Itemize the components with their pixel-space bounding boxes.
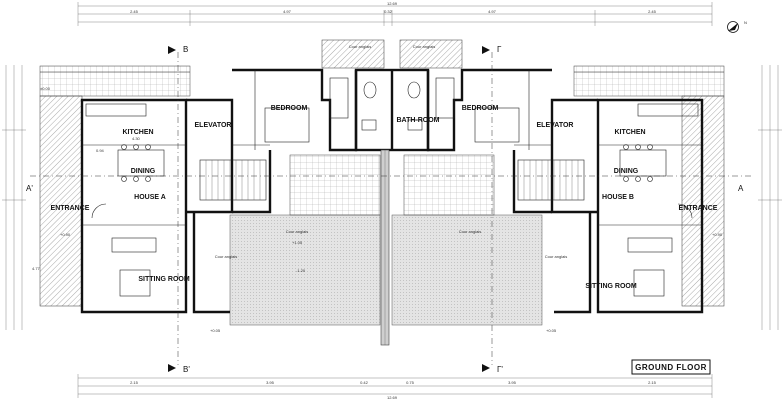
central-courtyards [229,214,543,326]
room-label-sitting-room-b: SITTING ROOM [585,283,637,290]
pergola-strips [39,65,725,97]
room-label-entrance-b: ENTRANCE [679,205,718,212]
bottom-seg-dim: 0.42 [360,380,369,385]
house-b-label: HOUSE B [602,194,634,201]
room-label-bathroom: BATH-ROOM [396,117,439,124]
bottom-seg-dim: 3.95 [508,380,517,385]
sitting-room-dim: 4.77 [32,266,41,271]
staircases [199,154,585,216]
section-gamma-prime-label: Γ' [497,365,503,374]
top-dimension-lines: 12.69 2.45 4.97 0.32 4.97 2.45 [77,1,713,26]
level-mark: ±0.00 [40,86,51,91]
room-label-entrance-a: ENTRANCE [51,205,90,212]
level-mark: +1.05 [292,240,303,245]
room-label-dining-a: DINING [131,168,156,175]
bottom-seg-dim: 2.15 [648,380,657,385]
section-a-label: A [738,184,744,193]
light-wells [321,39,463,69]
overall-bottom-dim: 12.69 [387,395,398,400]
top-seg-dim: 2.45 [648,9,657,14]
section-gamma-label: Γ [497,45,502,54]
furniture [85,103,699,297]
room-label-kitchen-b: KITCHEN [614,129,645,136]
court-annotation: Cour anglais [459,229,481,234]
kitchen-dim: 4.30 [132,136,141,141]
north-label: N [744,20,747,25]
bottom-seg-dim: 3.95 [266,380,275,385]
room-label-bedroom-a: BEDROOM [271,105,308,112]
level-mark: -1.20 [296,268,306,273]
room-label-elevator-a: ELEVATOR [195,122,232,129]
top-seg-dim: 2.45 [130,9,139,14]
top-seg-dim: 4.97 [283,9,292,14]
level-mark: +0.05 [546,328,557,333]
section-b-label: B [183,45,188,54]
title-block: GROUND FLOOR [631,359,711,375]
level-mark: +0.90 [712,232,723,237]
house-a-label: HOUSE A [134,194,166,201]
bottom-seg-dim: 2.15 [130,380,139,385]
dining-dim: 0.94 [96,148,105,153]
section-lines [30,46,754,372]
section-b-prime-label: B' [183,365,190,374]
section-a-prime-label: A' [26,184,33,193]
level-mark: +0.90 [60,232,71,237]
bottom-dimension-lines: 2.15 3.95 0.42 0.75 3.95 2.15 12.69 [77,374,713,400]
center-axis [380,149,390,346]
room-label-dining-b: DINING [614,168,639,175]
bottom-seg-dim: 0.75 [406,380,415,385]
room-label-bedroom-b: BEDROOM [462,105,499,112]
level-mark: +0.05 [210,328,221,333]
overall-top-dim: 12.69 [387,1,398,6]
room-label-sitting-room-a: SITTING ROOM [138,276,190,283]
court-annotation: Cour anglais [286,229,308,234]
court-annotation: Cour anglais [545,254,567,259]
top-seg-dim: 0.32 [384,9,393,14]
top-seg-dim: 4.97 [488,9,497,14]
drawing-title: GROUND FLOOR [635,363,707,372]
court-annotation: Cour anglais [215,254,237,259]
room-label-kitchen-a: KITCHEN [122,129,153,136]
north-arrow: N [727,20,747,33]
side-dimension-lines [2,65,782,330]
central-bathroom-block [329,68,455,152]
room-label-elevator-b: ELEVATOR [537,122,574,129]
court-annotation: Cour anglais [349,44,371,49]
court-annotation: Cour anglais [413,44,435,49]
